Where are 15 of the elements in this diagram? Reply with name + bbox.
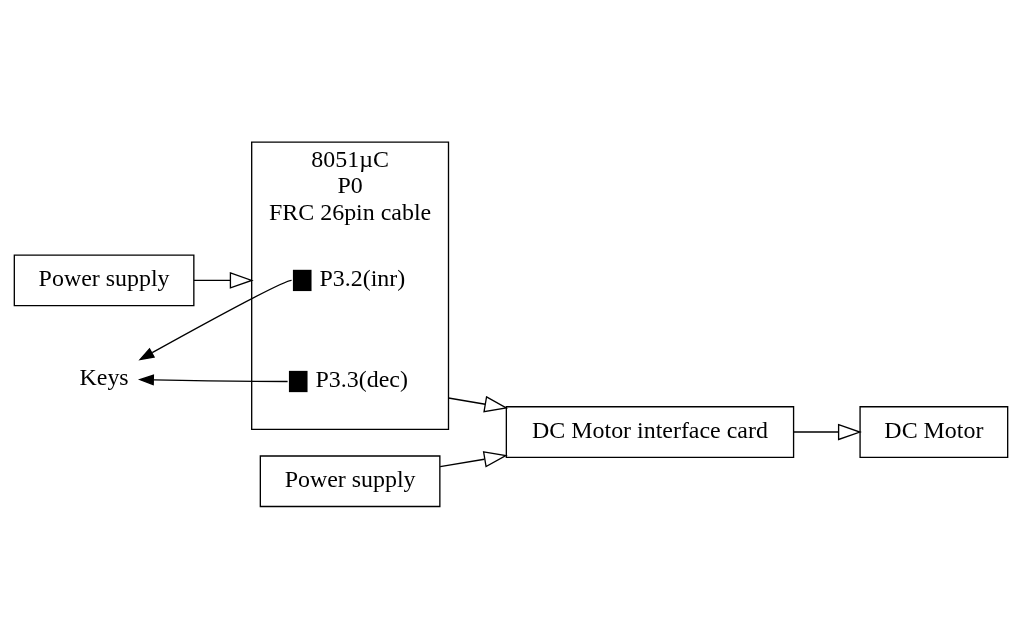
node-box: Power supply	[13, 254, 194, 307]
node-label: P3.2(inr)	[319, 265, 405, 292]
node-box: Power supply	[259, 455, 441, 508]
arrow	[137, 279, 292, 361]
arrow	[192, 272, 254, 289]
node-box	[288, 370, 308, 393]
node-label: P3.3(dec)	[315, 366, 408, 393]
arrow	[792, 423, 862, 441]
node-box: DC Motor	[858, 406, 1008, 458]
node-text: Keys	[78, 363, 129, 390]
node-box	[292, 269, 312, 292]
arrow	[439, 451, 508, 468]
arrow	[137, 374, 288, 386]
arrow	[447, 395, 508, 413]
node-box: DC Motor interface card	[505, 406, 794, 458]
